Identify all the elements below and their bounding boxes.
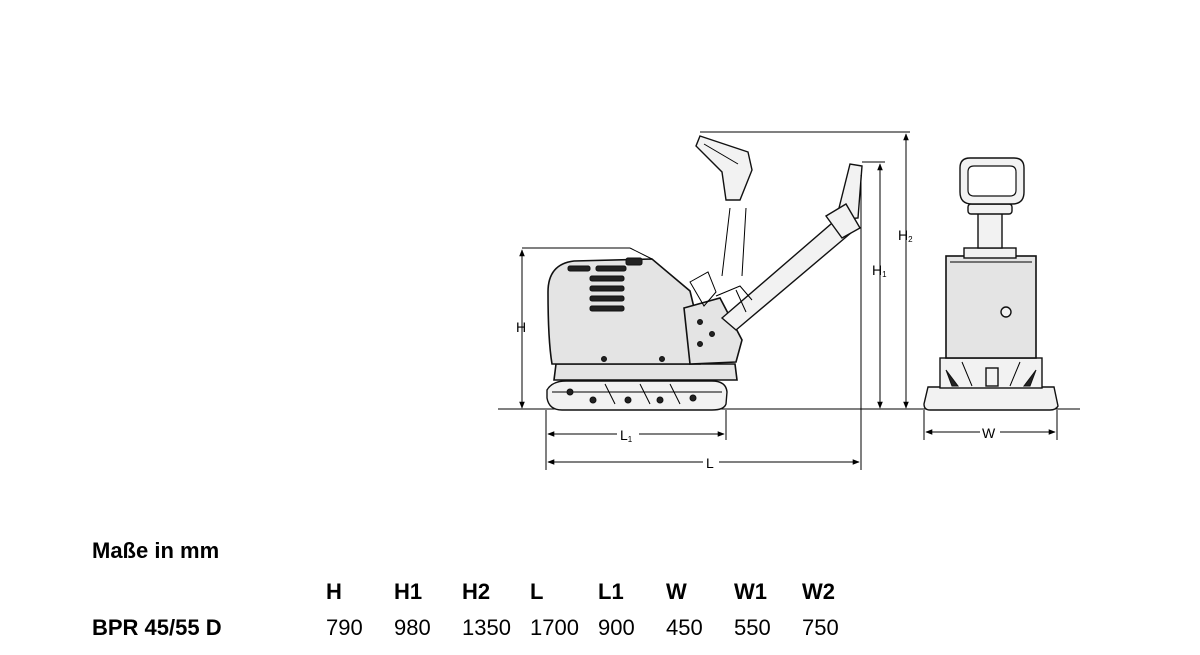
column-header-h: H [326, 579, 342, 604]
table-row: BPR 45/55 D 790 980 1350 1700 900 450 55… [92, 610, 870, 646]
dim-label-h: H [516, 319, 526, 335]
value-w1: 550 [734, 615, 771, 640]
column-header-h2: H2 [462, 579, 491, 604]
column-header-l1: L1 [598, 579, 624, 604]
value-w: 450 [666, 615, 703, 640]
model-column-header [92, 574, 326, 610]
specs-header-row: H H1 H2 L L1 W W1 W2 [92, 574, 870, 610]
column-header-l: L [530, 579, 544, 604]
machine-dimension-diagram: H H1 H2 L1 L W [498, 131, 1080, 471]
value-w2: 750 [802, 615, 839, 640]
dim-label-l1: L1 [620, 427, 633, 444]
specs-table: H H1 H2 L L1 W W1 W2 BPR 45/55 D 790 980… [92, 574, 870, 646]
column-header-w2: W2 [802, 579, 835, 604]
dim-label-h1: H1 [872, 262, 887, 279]
value-h: 790 [326, 615, 363, 640]
side-view [522, 135, 863, 411]
column-header-h1: H1 [394, 579, 423, 604]
value-h2: 1350 [462, 615, 511, 640]
dim-label-h2: H2 [898, 227, 913, 244]
value-h1: 980 [394, 615, 431, 640]
dim-label-w: W [982, 425, 996, 441]
dim-label-l: L [706, 455, 714, 471]
model-name: BPR 45/55 D [92, 615, 222, 640]
column-header-w: W [666, 579, 687, 604]
column-header-w1: W1 [734, 579, 767, 604]
specs-title: Maße in mm [92, 538, 220, 563]
value-l1: 900 [598, 615, 635, 640]
front-view [923, 157, 1059, 411]
value-l: 1700 [530, 615, 579, 640]
